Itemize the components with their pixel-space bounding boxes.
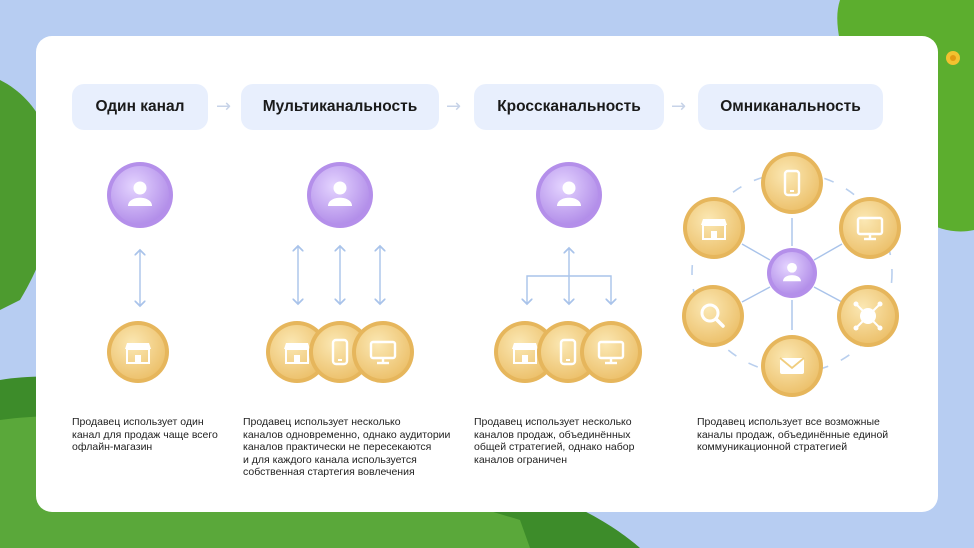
arrow-right-icon: → — [216, 96, 232, 117]
monitor-icon — [839, 197, 901, 259]
store-icon — [107, 321, 169, 383]
stage-3-description: Продавец использует несколько каналов пр… — [474, 416, 635, 466]
stage-header-omnichannel: Омниканальность — [698, 84, 883, 130]
store-icon — [683, 197, 745, 259]
store-icon — [266, 321, 328, 383]
monitor-icon — [352, 321, 414, 383]
stage-header-multichannel: Мультиканальность — [241, 84, 439, 130]
stage-1-diagram — [107, 162, 173, 383]
seller-avatar-icon — [307, 162, 373, 228]
seller-avatar-icon — [767, 248, 817, 298]
arrow-right-icon: → — [446, 96, 462, 117]
seller-avatar-icon — [536, 162, 602, 228]
smartphone-icon — [761, 152, 823, 214]
mail-icon — [761, 335, 823, 397]
smartphone-icon — [309, 321, 371, 383]
store-icon — [494, 321, 556, 383]
stage-2-diagram — [266, 162, 414, 383]
monitor-icon — [580, 321, 642, 383]
stage-4-diagram — [682, 152, 901, 397]
smartphone-icon — [537, 321, 599, 383]
search-icon — [682, 285, 744, 347]
stage-4-description: Продавец использует все возможные каналы… — [697, 416, 889, 453]
seller-avatar-icon — [107, 162, 173, 228]
stage-3-diagram — [494, 162, 642, 383]
stage-header-crosschannel: Кроссканальность — [474, 84, 664, 130]
stage-1-description: Продавец использует один канал для прода… — [72, 416, 218, 453]
network-icon — [837, 285, 899, 347]
stage-2-description: Продавец использует несколько каналов од… — [243, 416, 451, 478]
stage-header-one-channel: Один канал — [72, 84, 208, 130]
arrow-right-icon: → — [671, 96, 687, 117]
